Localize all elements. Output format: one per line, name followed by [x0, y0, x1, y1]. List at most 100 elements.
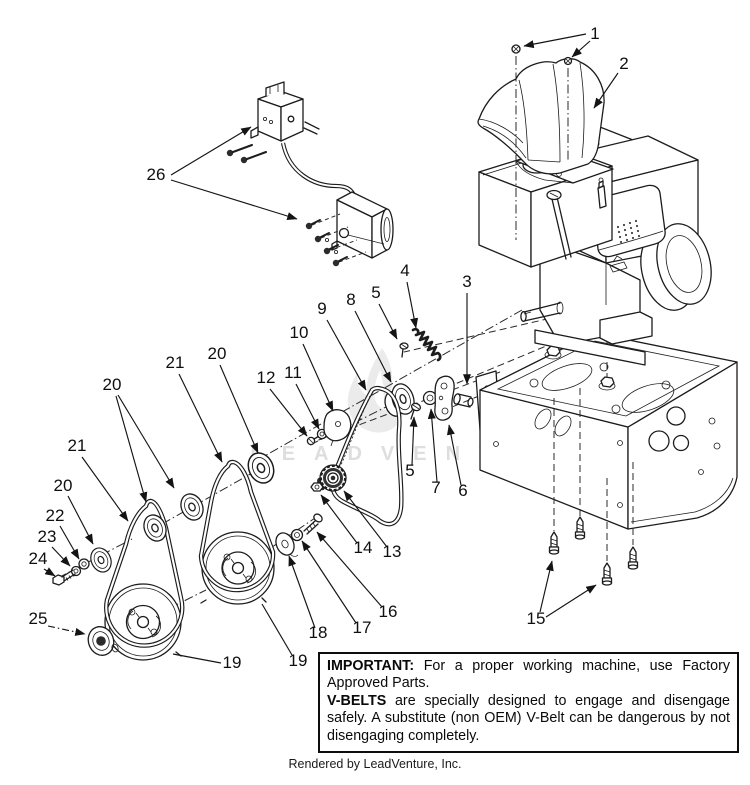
bolt [453, 393, 474, 408]
starter-bolts [305, 213, 367, 267]
leader-line [47, 625, 86, 636]
idler-bracket [434, 375, 455, 421]
callout-21: 21 [68, 436, 87, 455]
self-tapping-bolt [548, 531, 560, 555]
bolt [303, 513, 323, 535]
leader-line [261, 603, 293, 656]
electric-starter-kit [226, 81, 394, 267]
leader-line [354, 310, 392, 383]
leader-line [302, 343, 334, 412]
leader-line [378, 303, 398, 340]
notice-line: V-BELTS are specially designed to engage… [327, 692, 730, 709]
callout-14: 14 [354, 538, 373, 557]
leader-line [406, 281, 419, 329]
leader-line [320, 494, 358, 544]
leader-line [178, 373, 223, 463]
leader-line [67, 495, 94, 545]
flange-nut [310, 482, 324, 492]
notice-line: disengaging completely. [327, 727, 480, 744]
mount-nut [598, 376, 616, 391]
callout-1: 1 [590, 24, 599, 43]
leader-line [43, 567, 56, 577]
leader-line [343, 490, 388, 548]
leader-line [545, 584, 597, 618]
engine [478, 126, 712, 366]
self-tapping-bolt [601, 562, 613, 586]
engine-pulley [317, 464, 347, 492]
dipstick [546, 189, 572, 260]
callout-20: 20 [54, 476, 73, 495]
callout-8: 8 [346, 290, 355, 309]
callout-5: 5 [371, 283, 380, 302]
important-notice-box: IMPORTANT: For a proper working machine,… [318, 652, 739, 754]
leader-line [539, 560, 554, 613]
callout-22: 22 [46, 506, 65, 525]
leader-line [571, 40, 591, 58]
vent-grille [616, 219, 641, 244]
callout-4: 4 [400, 261, 409, 280]
hub-pulley [87, 626, 119, 656]
leader-line [170, 179, 298, 220]
primer-stem [597, 177, 607, 209]
flat-washer [176, 489, 208, 525]
muffler [640, 223, 712, 311]
leader-line [446, 424, 462, 486]
washer [290, 528, 304, 542]
callout-24: 24 [29, 549, 48, 568]
leader-line [326, 319, 367, 391]
callout-10: 10 [290, 323, 309, 342]
callout-20: 20 [208, 344, 227, 363]
callout-23: 23 [38, 527, 57, 546]
notice-line: IMPORTANT: For a proper working machine,… [327, 658, 730, 674]
tension-spring [411, 327, 442, 362]
callout-26: 26 [147, 165, 166, 184]
starter-cable [280, 142, 357, 198]
screw [410, 402, 422, 420]
hardware-middle [275, 513, 323, 557]
auger-belt-right [198, 459, 276, 593]
notice-lines: IMPORTANT: For a proper working machine,… [327, 658, 730, 745]
callout-21: 21 [166, 353, 185, 372]
leader-line [295, 383, 320, 430]
auger-pulley-right [200, 531, 275, 605]
callout-17: 17 [353, 618, 372, 637]
callout-20: 20 [103, 375, 122, 394]
notice-bold-term: V-BELTS [327, 692, 387, 709]
notice-bold-term: IMPORTANT: [327, 658, 415, 674]
callout-19: 19 [289, 651, 308, 670]
screw [399, 342, 409, 358]
leader-line [117, 394, 175, 489]
callout-16: 16 [379, 602, 398, 621]
leader-line [115, 395, 148, 503]
screw [226, 144, 253, 157]
callout-19: 19 [223, 653, 242, 672]
callout-15: 15 [527, 609, 546, 628]
callout-7: 7 [431, 478, 440, 497]
leader-line [409, 416, 418, 466]
callout-9: 9 [317, 299, 326, 318]
notice-line: safely. A substitute (non OEM) V-Belt ca… [327, 710, 730, 727]
screw [240, 151, 267, 164]
idler-plate [323, 409, 352, 447]
flat-washer [86, 544, 116, 576]
crankshaft [520, 301, 564, 322]
hardware-lower-left [52, 558, 119, 656]
callout-6: 6 [458, 481, 467, 500]
notice-line: Approved Parts. [327, 675, 430, 692]
callout-12: 12 [257, 368, 276, 387]
leader-line [269, 388, 308, 437]
cover-screws [511, 44, 573, 240]
callout-5: 5 [405, 461, 414, 480]
callout-25: 25 [29, 609, 48, 628]
callout-18: 18 [309, 623, 328, 642]
screw [563, 56, 573, 66]
callout-11: 11 [284, 363, 302, 382]
callout-2: 2 [619, 54, 628, 73]
leader-line [593, 72, 619, 109]
leader-line [59, 525, 80, 560]
leader-line [172, 653, 222, 664]
leader-line [316, 531, 383, 608]
leader-line [81, 456, 129, 522]
